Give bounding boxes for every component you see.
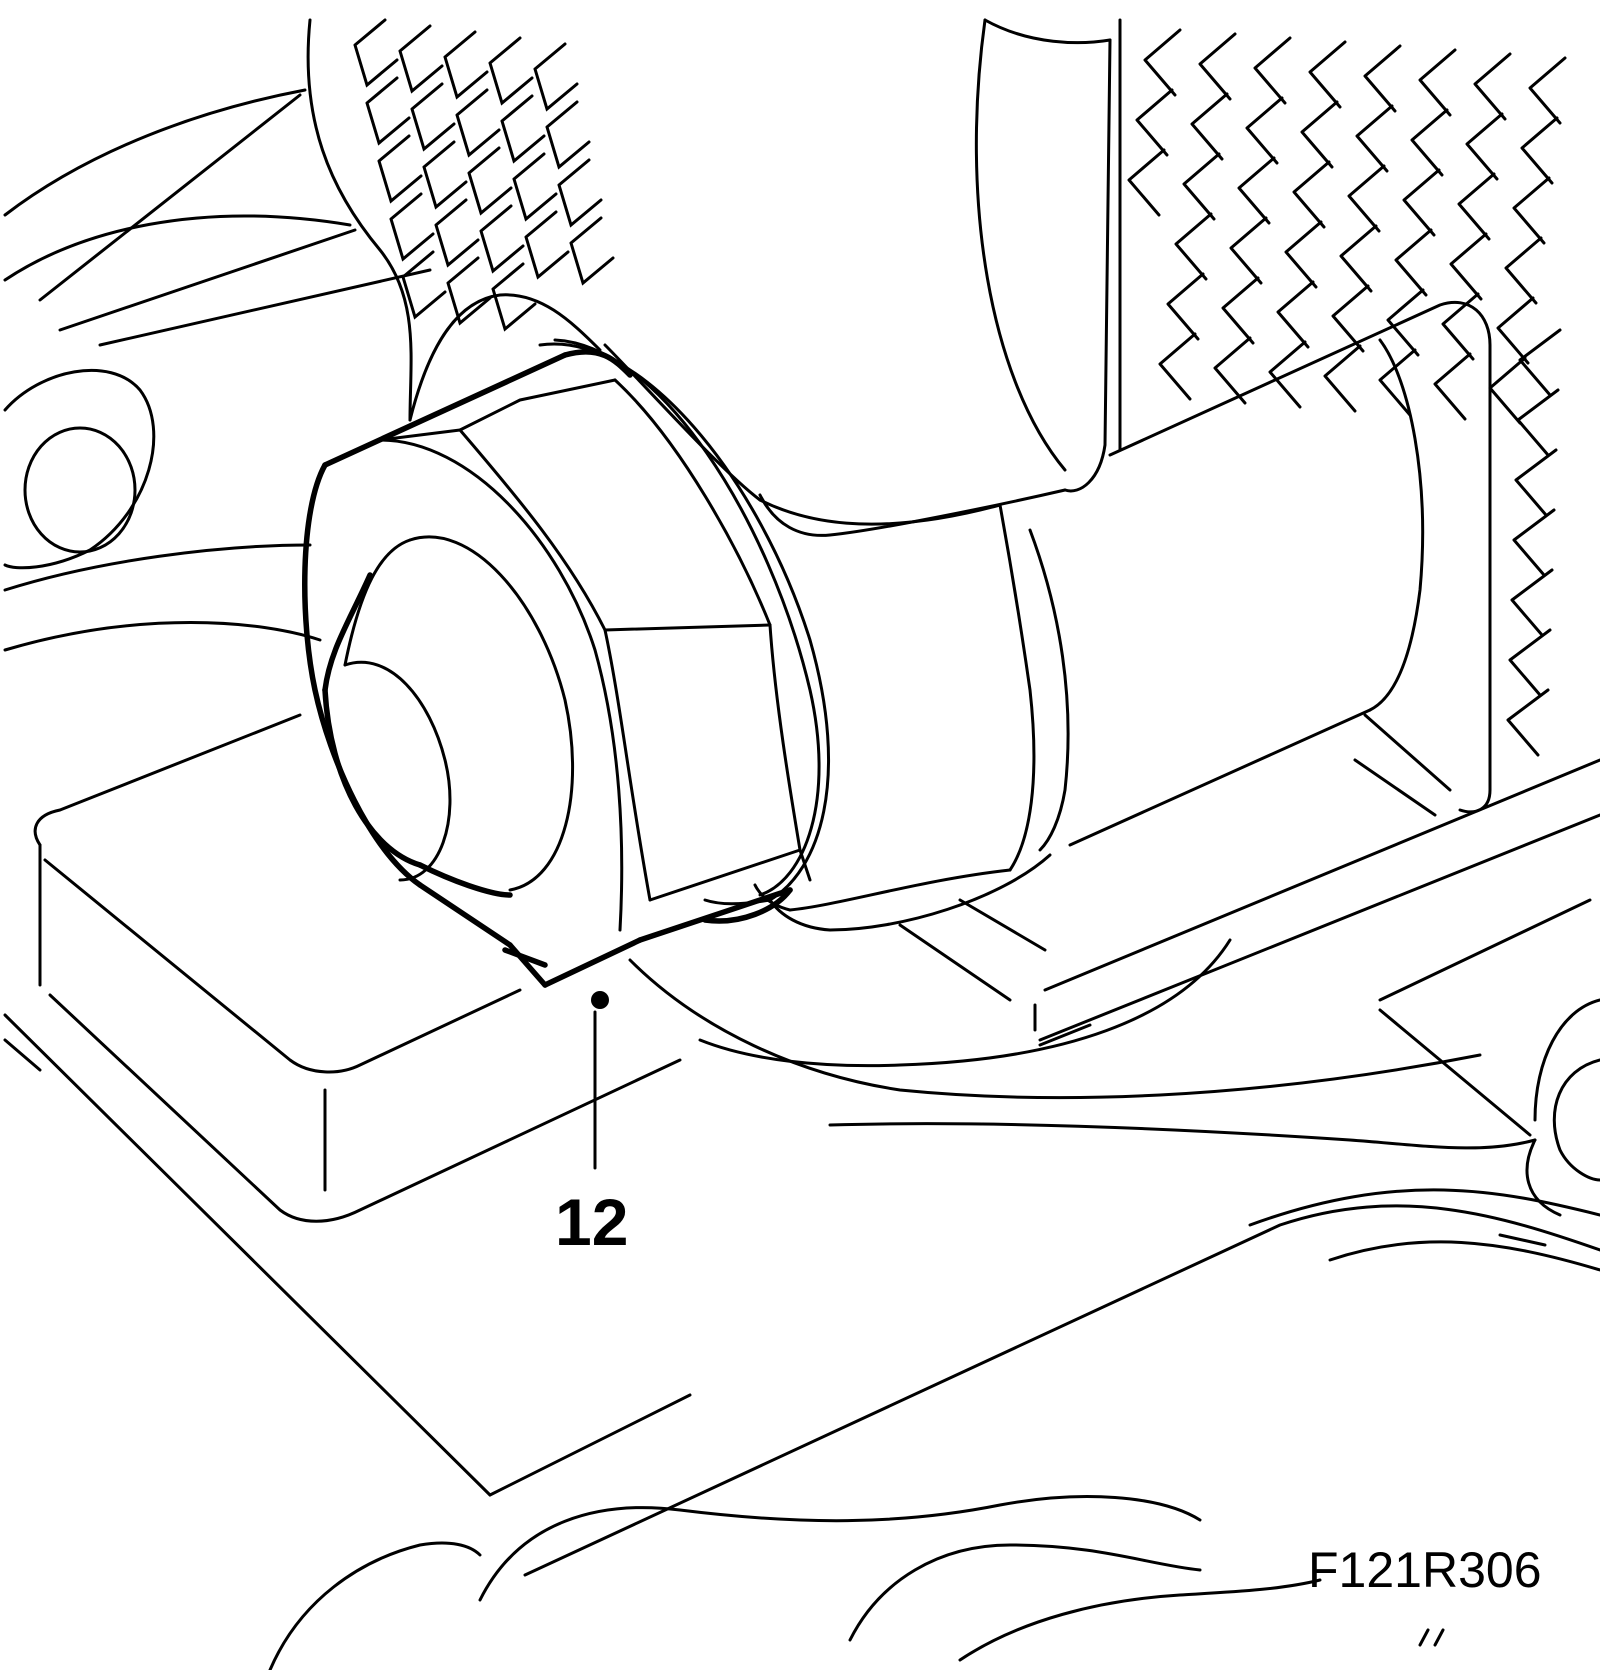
hatch-stroke — [365, 76, 411, 146]
hatch-stroke — [1441, 292, 1480, 361]
crosshatch-texture-top — [353, 18, 615, 332]
hatch-stroke — [479, 204, 525, 274]
hatch-stroke — [1253, 36, 1292, 105]
hatch-stroke — [1528, 56, 1567, 125]
hatch-stroke — [1331, 284, 1370, 353]
hatch-stroke — [1127, 148, 1166, 217]
leader-dot — [591, 991, 609, 1009]
hatch-stroke — [1276, 280, 1315, 349]
hatch-stroke — [488, 36, 534, 106]
hatch-stroke — [1221, 276, 1260, 345]
hatch-stroke — [1394, 228, 1433, 297]
hatch-stroke — [446, 256, 492, 326]
hatch-stroke — [1308, 40, 1347, 109]
hatch-stroke — [401, 250, 447, 320]
hatch-stroke — [1508, 628, 1552, 697]
hatch-stroke — [1174, 212, 1213, 281]
hatch-stroke — [524, 210, 570, 280]
callout-number-label: 12 — [555, 1185, 628, 1259]
hatch-stroke — [1512, 176, 1551, 245]
hatch-stroke — [569, 216, 615, 286]
hatch-stroke — [512, 152, 558, 222]
hatch-stroke — [1488, 356, 1527, 425]
hatch-stroke — [1386, 288, 1425, 357]
hatch-stroke — [389, 192, 435, 262]
hatch-stroke — [1135, 88, 1174, 157]
hatch-stroke — [1182, 152, 1221, 221]
hatch-stroke — [557, 158, 603, 228]
hatch-stroke — [1518, 328, 1562, 397]
hatch-stroke — [353, 18, 399, 88]
hatch-stroke — [491, 262, 537, 332]
hatch-stroke — [1268, 340, 1307, 409]
hatch-stroke — [1300, 100, 1339, 169]
hatch-stroke — [1339, 224, 1378, 293]
hatch-stroke — [1433, 352, 1472, 421]
hatch-stroke — [410, 82, 456, 152]
hatch-stroke — [1506, 688, 1550, 757]
hatch-stroke — [1410, 108, 1449, 177]
hatch-stroke — [1520, 116, 1559, 185]
hatch-stroke — [443, 30, 489, 100]
hatch-stroke — [1158, 332, 1197, 401]
hatch-stroke — [1465, 112, 1504, 181]
shaft-body — [603, 18, 1067, 912]
callout-12: 12 — [555, 991, 628, 1259]
hatch-stroke — [1292, 160, 1331, 229]
hatch-stroke — [1504, 236, 1543, 305]
hatch-stroke — [1378, 348, 1417, 417]
hatch-stroke — [377, 134, 423, 204]
hatch-stroke — [1510, 568, 1554, 637]
hatch-stroke — [422, 140, 468, 210]
hatch-stroke — [1473, 52, 1512, 121]
hatch-stroke — [1516, 388, 1560, 457]
hatch-stroke — [1198, 32, 1237, 101]
hatch-stroke — [500, 94, 546, 164]
crosshatch-texture-right — [1127, 28, 1567, 757]
hatch-stroke — [1229, 216, 1268, 285]
hatch-stroke — [1347, 164, 1386, 233]
hatch-stroke — [467, 146, 513, 216]
hatch-stroke — [1166, 272, 1205, 341]
hatch-stroke — [1323, 344, 1362, 413]
hatch-stroke — [1514, 448, 1558, 517]
hex-nut — [302, 349, 812, 988]
hatch-stroke — [1418, 48, 1457, 117]
hatch-stroke — [1355, 104, 1394, 173]
figure-reference-code: F121R306 — [1308, 1542, 1542, 1598]
hatch-stroke — [1245, 96, 1284, 165]
hatch-stroke — [1457, 172, 1496, 241]
hatch-stroke — [1190, 92, 1229, 161]
hatch-stroke — [533, 42, 579, 112]
hatch-stroke — [455, 88, 501, 158]
hatch-stroke — [434, 198, 480, 268]
hatch-stroke — [1237, 156, 1276, 225]
hatch-stroke — [1402, 168, 1441, 237]
hatch-stroke — [1143, 28, 1182, 97]
hatch-stroke — [1449, 232, 1488, 301]
housing-outline — [3, 18, 1600, 1670]
hatch-stroke — [1284, 220, 1323, 289]
hatch-stroke — [1512, 508, 1556, 577]
hatch-stroke — [398, 24, 444, 94]
hatch-stroke — [545, 100, 591, 170]
hatch-stroke — [1363, 44, 1402, 113]
